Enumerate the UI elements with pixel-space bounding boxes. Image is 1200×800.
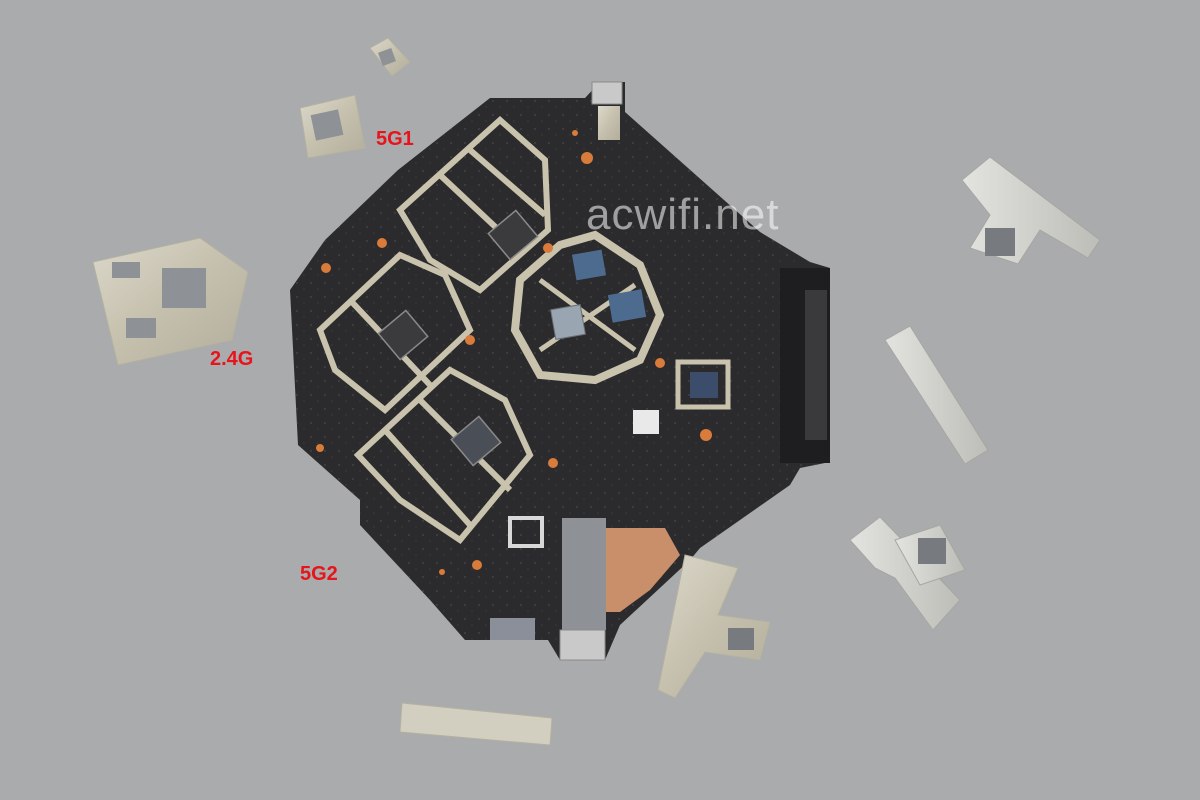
mounting-holes (316, 130, 712, 575)
soc-shield-frame (510, 230, 665, 385)
ram-chip-2 (607, 289, 647, 323)
usb-port (591, 81, 623, 105)
top-shield-tab (598, 106, 620, 140)
soc-chip (550, 304, 586, 340)
copper-area (605, 528, 680, 612)
bottom-port-right (559, 629, 606, 661)
pcb-texture (290, 82, 830, 660)
thermal-pad-center (562, 518, 606, 630)
qr-sticker (633, 410, 659, 434)
long-shield-strip-bottom (399, 702, 553, 746)
small-chip (690, 372, 718, 398)
chip-24g (377, 309, 429, 361)
bottom-port-left (490, 618, 535, 640)
shield-cover-5g1 (299, 94, 366, 159)
label-5g1: 5G1 (376, 128, 414, 150)
t-shield-cover-lower-right (849, 516, 966, 631)
t-shield-cover-top-right (961, 156, 1101, 265)
label-5g2: 5G2 (300, 563, 338, 585)
small-shield-cover (369, 37, 411, 77)
shield-cover-24g (92, 237, 249, 366)
t-shield-cover-bottom (657, 554, 771, 699)
watermark-text: acwifi.net (586, 190, 780, 239)
small-shield-square (675, 359, 731, 410)
label-24g: 2.4G (210, 348, 254, 370)
pcb-board (290, 81, 830, 661)
chip-5g2 (450, 415, 502, 467)
connector-teeth (805, 290, 827, 440)
square-shield-bottom (508, 516, 544, 548)
bar-shield-cover-right (884, 325, 989, 465)
ram-chip-1 (571, 249, 607, 281)
chip-5g1 (487, 209, 539, 261)
